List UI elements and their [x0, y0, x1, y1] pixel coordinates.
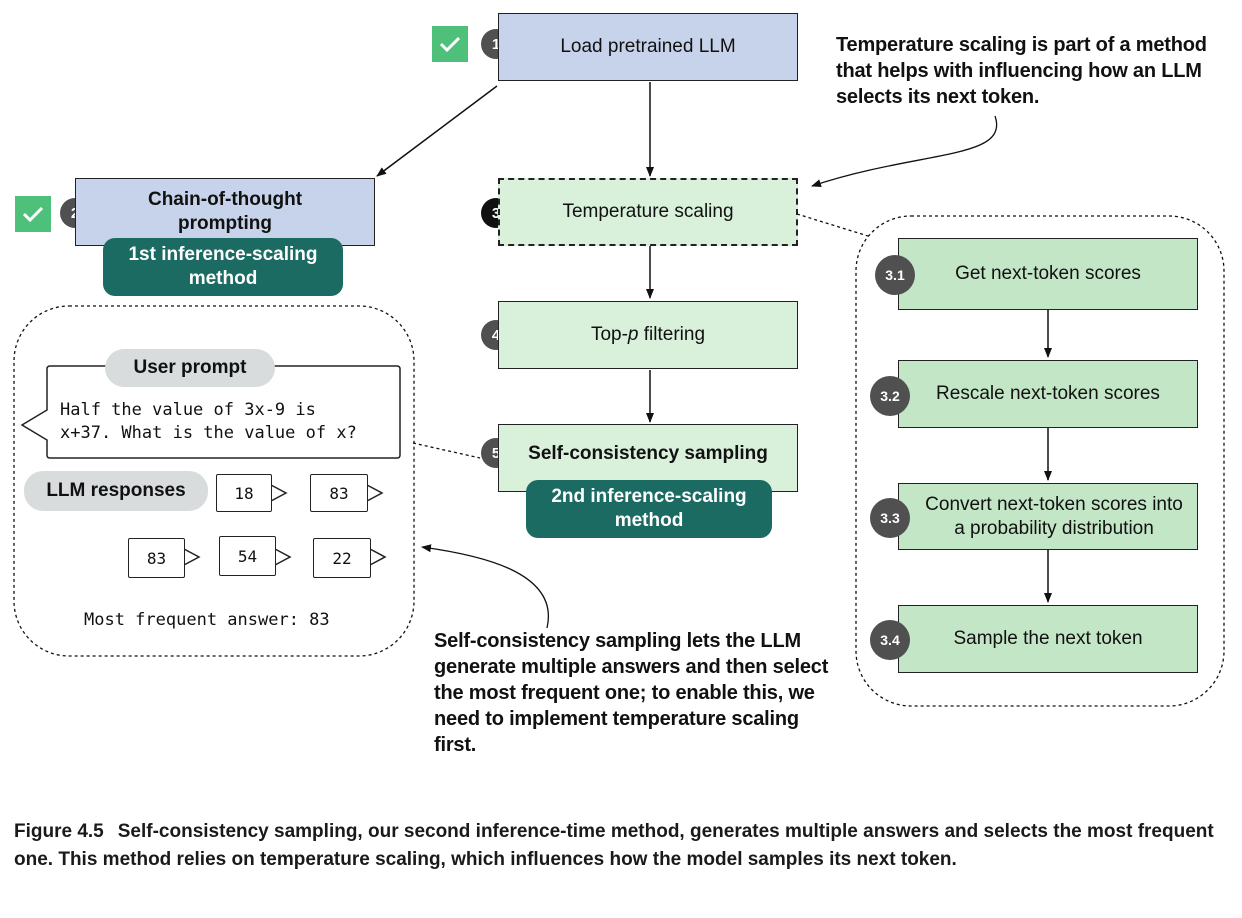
first-method-label: 1st inference-scaling method — [128, 244, 318, 289]
figure-label: Figure 4.5 — [14, 821, 104, 842]
response-bubble: 22 — [313, 538, 371, 578]
arrow-1-to-2 — [376, 85, 498, 177]
step-2-chain-of-thought: Chain-of-thought prompting — [75, 178, 375, 246]
user-prompt-title: User prompt — [105, 349, 275, 387]
step-2-label: Chain-of-thought prompting — [147, 189, 303, 234]
substep-3.3-number: 3.3 — [870, 498, 910, 538]
substep-3.2: Rescale next-token scores — [898, 360, 1198, 428]
step-1-load-pretrained-llm: Load pretrained LLM — [498, 13, 798, 81]
substep-3.4-label: Sample the next token — [953, 628, 1143, 649]
link-3-to-substeps — [796, 213, 869, 237]
example-container — [13, 305, 415, 657]
note-arrow-temperature — [811, 115, 998, 187]
substep-3.1-label: Get next-token scores — [955, 263, 1141, 284]
first-method-badge: 1st inference-scaling method — [103, 238, 343, 296]
substep-3.1: Get next-token scores — [898, 238, 1198, 310]
response-tails — [183, 484, 387, 566]
step-4-label: Top-p filtering — [590, 324, 706, 345]
step-3-label: Temperature scaling — [562, 201, 734, 222]
step-3-temperature-scaling: Temperature scaling — [498, 178, 798, 246]
step-1-label: Load pretrained LLM — [560, 36, 736, 57]
substep-3.2-number: 3.2 — [870, 376, 910, 416]
llm-responses-title: LLM responses — [24, 471, 208, 511]
response-bubble: 18 — [216, 474, 272, 512]
self-consistency-note: Self-consistency sampling lets the LLM g… — [434, 630, 829, 756]
substep-3.3: Convert next-token scores into a probabi… — [898, 483, 1198, 550]
response-bubble: 83 — [310, 474, 368, 512]
response-bubble: 83 — [128, 538, 185, 578]
substep-3.4-number: 3.4 — [870, 620, 910, 660]
most-frequent-answer: Most frequent answer: 83 — [84, 610, 330, 630]
note-arrow-self-consistency — [421, 544, 550, 629]
figure-caption-text: Self-consistency sampling, our second in… — [14, 821, 1214, 870]
substeps-container — [855, 215, 1225, 707]
substep-3.2-label: Rescale next-token scores — [936, 383, 1160, 404]
check-icon — [432, 26, 468, 62]
substep-3.3-label: Convert next-token scores into a probabi… — [925, 493, 1183, 539]
substep-3.1-number: 3.1 — [875, 255, 915, 295]
user-prompt-bubble — [20, 365, 401, 459]
response-bubble: 54 — [219, 536, 276, 576]
check-icon — [15, 196, 51, 232]
user-prompt-line-2: x+37. What is the value of x? — [60, 423, 357, 443]
second-method-badge: 2nd inference-scaling method — [526, 480, 772, 538]
second-method-label: 2nd inference-scaling method — [551, 486, 747, 531]
step-4-top-p-filtering: Top-p filtering — [498, 301, 798, 369]
temperature-note: Temperature scaling is part of a method … — [836, 34, 1207, 108]
user-prompt-line-1: Half the value of 3x-9 is — [60, 400, 316, 420]
step-5-label: Self-consistency sampling — [528, 443, 768, 464]
substep-3.4: Sample the next token — [898, 605, 1198, 673]
link-5-to-example — [412, 442, 481, 459]
